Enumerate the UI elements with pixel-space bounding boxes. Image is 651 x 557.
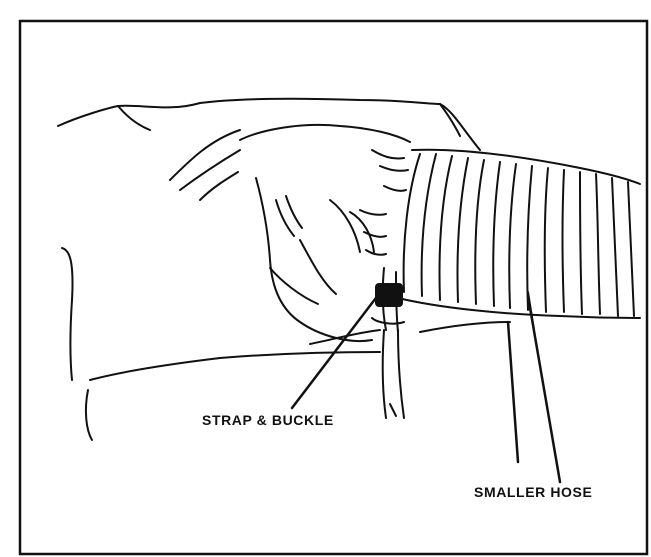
strap-and-buckle [372, 268, 404, 418]
smaller-hose-label: SMALLER HOSE [474, 485, 592, 499]
hose-leader-line-1 [508, 322, 518, 462]
figure-border [20, 21, 647, 554]
hose-leader-line-2 [528, 296, 560, 482]
strap-buckle-label: STRAP & BUCKLE [202, 413, 334, 427]
corrugated-hose [398, 150, 640, 330]
hand [240, 125, 410, 341]
leader-lines [292, 290, 560, 482]
strap-leader-line [292, 290, 382, 408]
